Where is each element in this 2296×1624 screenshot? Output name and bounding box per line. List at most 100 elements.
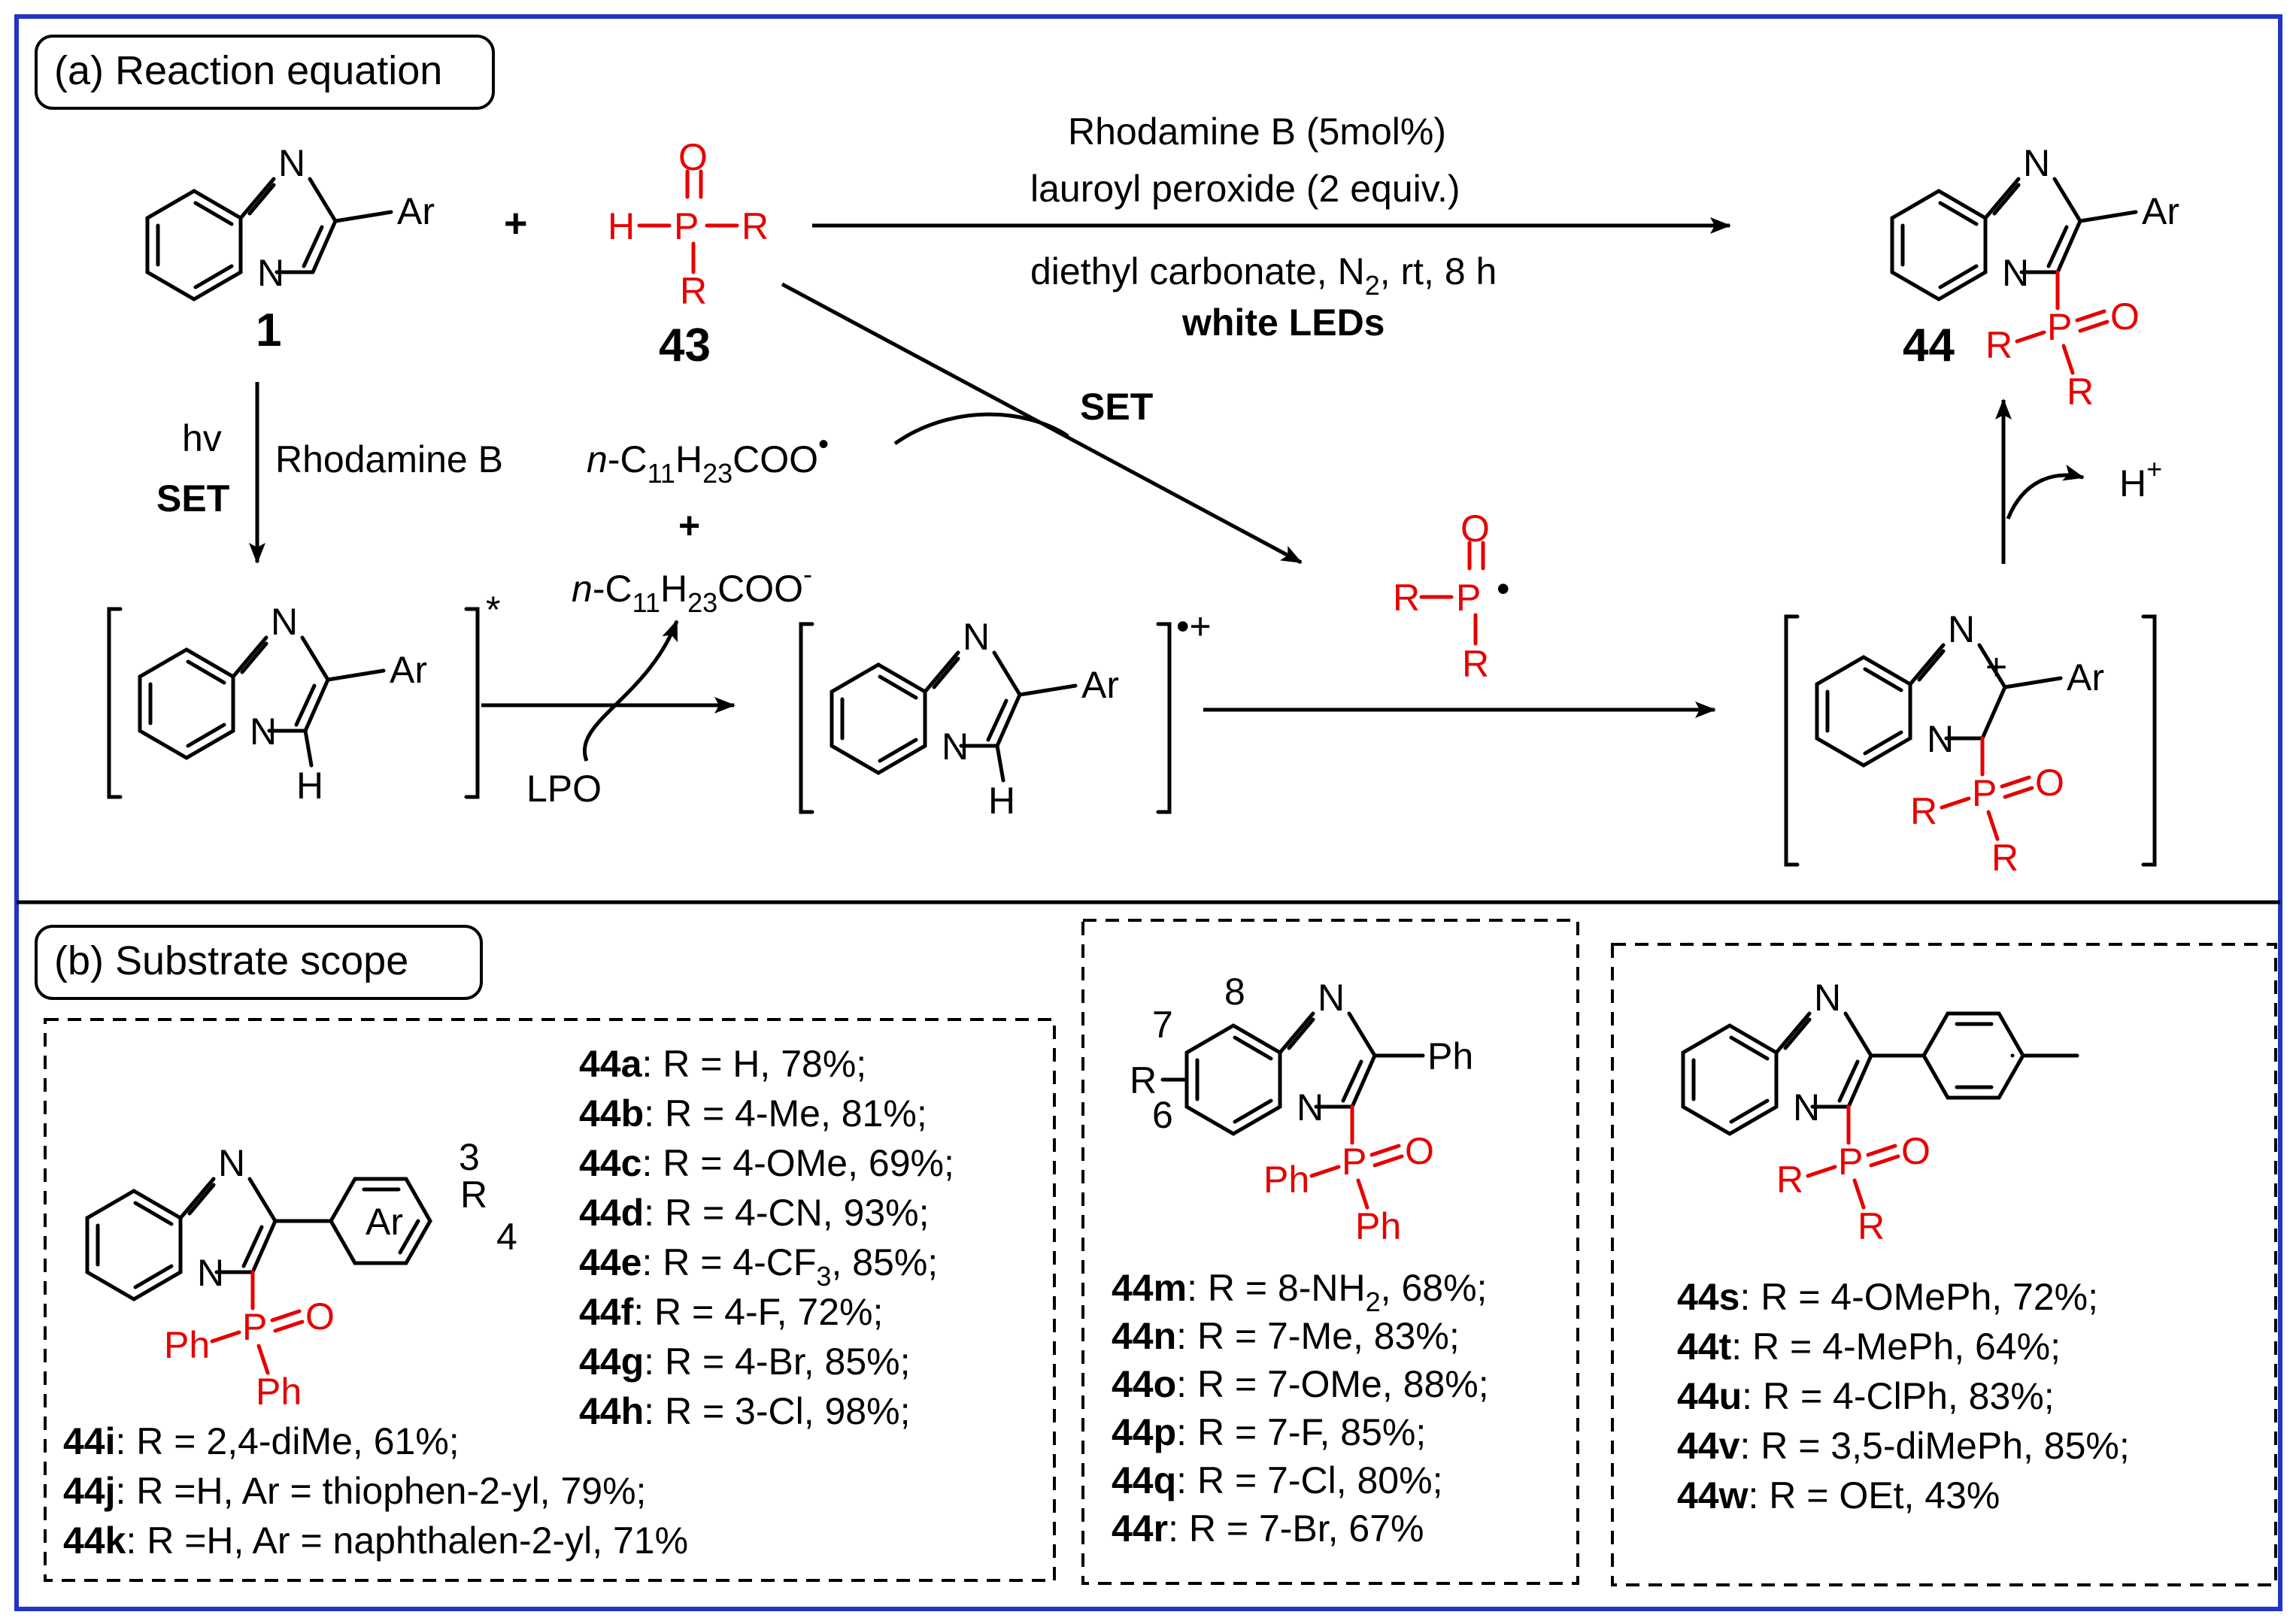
- svg-text:R: R: [1393, 577, 1420, 619]
- set-label: SET: [1080, 386, 1153, 428]
- svg-text:•+: •+: [1176, 605, 1212, 647]
- svg-text:8: 8: [1224, 971, 1245, 1013]
- substrate-entry-44m: 44m: R = 8-NH2, 68%;: [1112, 1267, 1487, 1317]
- svg-text:N: N: [197, 1252, 224, 1294]
- radical-cation-structure: •+ N N Ar H: [799, 605, 1212, 822]
- outer-frame: [14, 14, 2282, 1611]
- svg-text:P: P: [1342, 1141, 1366, 1183]
- group1-list: 44a: R = H, 78%; 44b: R = 4-Me, 81%; 44c: …: [63, 1043, 954, 1562]
- section-b-title: (b) Substrate scope: [54, 938, 408, 983]
- conditions-bottom-2: white LEDs: [1181, 301, 1385, 344]
- svg-text:*: *: [486, 589, 500, 631]
- svg-text:H: H: [608, 205, 635, 247]
- svg-text:R: R: [1776, 1159, 1803, 1201]
- svg-text:O: O: [678, 136, 708, 178]
- svg-text:R: R: [1858, 1205, 1885, 1247]
- svg-text:N: N: [1297, 1086, 1324, 1129]
- excited-state-structure: * N N Ar H: [107, 589, 500, 807]
- radical-species: n-C11H23COO•: [587, 428, 829, 489]
- svg-text:•: •: [1497, 568, 1510, 610]
- svg-text:O: O: [305, 1295, 335, 1338]
- svg-text:P: P: [2047, 306, 2072, 348]
- svg-text:P: P: [242, 1306, 267, 1348]
- substrate-entry-44u: 44u: R = 4-ClPh, 83%;: [1677, 1375, 2055, 1417]
- svg-text:N: N: [218, 1142, 245, 1184]
- hv-set-label: SET: [156, 477, 229, 520]
- substrate-entry-44e: 44e: R = 4-CF3, 85%;: [579, 1241, 938, 1292]
- hv-label: hv: [182, 417, 222, 459]
- svg-text:N: N: [942, 726, 969, 768]
- svg-text:P: P: [1456, 577, 1481, 619]
- rhodamine-label: Rhodamine B: [275, 438, 503, 480]
- substrate-entry-44o: 44o: R = 7-OMe, 88%;: [1112, 1363, 1489, 1405]
- svg-text:N: N: [1318, 977, 1345, 1019]
- svg-text:N: N: [257, 252, 284, 294]
- svg-text:R: R: [1910, 790, 1937, 832]
- svg-text:Ar: Ar: [2067, 656, 2104, 698]
- substrate-entry-44v: 44v: R = 3,5-diMePh, 85%;: [1677, 1425, 2130, 1467]
- svg-text:Ph: Ph: [256, 1371, 302, 1413]
- group2-structure: R 8 7 6 Ph N N P O Ph Ph: [1130, 971, 1473, 1247]
- conditions-bottom-1: diethyl carbonate, N2, rt, 8 h: [1030, 250, 1497, 301]
- substrate-entry-44t: 44t: R = 4-MePh, 64%;: [1677, 1326, 2061, 1368]
- substrate-entry-44q: 44q: R = 7-Cl, 80%;: [1112, 1459, 1442, 1501]
- svg-text:Ar: Ar: [365, 1201, 403, 1243]
- svg-text:H: H: [296, 765, 323, 807]
- conditions-top-1: Rhodamine B (5mol%): [1068, 111, 1446, 153]
- compound-43-label: 43: [659, 320, 711, 371]
- section-b-title-box: [35, 925, 483, 1000]
- svg-text:R: R: [2067, 371, 2094, 413]
- svg-text:O: O: [1460, 508, 1490, 550]
- compound-43-structure: H P O R R: [608, 136, 769, 312]
- svg-text:N: N: [1793, 1086, 1820, 1129]
- group2-box: [1081, 919, 1579, 1585]
- svg-text:R: R: [742, 205, 769, 247]
- svg-text:N: N: [1814, 977, 1841, 1019]
- h-plus-curve-arrow: [2006, 465, 2085, 520]
- substrate-entry-44r: 44r: R = 7-Br, 67%: [1112, 1507, 1424, 1550]
- substrate-entry-44c: 44c: R = 4-OMe, 69%;: [579, 1142, 954, 1184]
- svg-text:N: N: [2023, 142, 2050, 184]
- group3-box: [1611, 943, 2277, 1586]
- svg-text:R: R: [1130, 1059, 1157, 1101]
- svg-text:Ph: Ph: [1355, 1205, 1401, 1247]
- svg-text:N: N: [2002, 252, 2029, 294]
- substrate-entry-44n: 44n: R = 7-Me, 83%;: [1112, 1315, 1460, 1357]
- svg-text:Ar: Ar: [397, 190, 435, 232]
- svg-text:N: N: [278, 142, 305, 184]
- svg-text:N: N: [1948, 608, 1975, 650]
- svg-text:O: O: [1901, 1130, 1931, 1172]
- substrate-entry-44b: 44b: R = 4-Me, 81%;: [579, 1092, 927, 1135]
- substrate-entry-44p: 44p: R = 7-F, 85%;: [1112, 1411, 1426, 1453]
- svg-text:O: O: [1405, 1130, 1434, 1172]
- svg-text:7: 7: [1152, 1004, 1173, 1046]
- carboxylate-species: n-C11H23COO-: [572, 559, 812, 618]
- group1-structure: Ar R 3 4 N N P O Ph Ph: [85, 1136, 517, 1413]
- substrate-entry-44a: 44a: R = H, 78%;: [579, 1043, 866, 1085]
- substrate-entry-44g: 44g: R = 4-Br, 85%;: [579, 1341, 911, 1383]
- svg-text:+: +: [1985, 646, 2007, 688]
- svg-text:Ph: Ph: [164, 1324, 210, 1366]
- svg-text:Ar: Ar: [2142, 190, 2179, 232]
- set-curve-arrow: [893, 412, 1069, 446]
- plus-sign: +: [504, 201, 528, 246]
- compound-44-structure: N N Ar P O R R: [1890, 142, 2179, 413]
- substrate-entry-44i: 44i: R = 2,4-diMe, 61%;: [63, 1420, 460, 1462]
- phosphinoyl-radical: R P O R •: [1393, 508, 1510, 685]
- conditions-top-2: lauroyl peroxide (2 equiv.): [1030, 168, 1460, 210]
- substrate-entry-44f: 44f: R = 4-F, 72%;: [579, 1291, 883, 1333]
- substrate-entry-44h: 44h: R = 3-Cl, 98%;: [579, 1390, 910, 1432]
- h-plus-label: H+: [2119, 453, 2162, 504]
- svg-text:6: 6: [1152, 1094, 1173, 1136]
- substrate-entry-44k: 44k: R =H, Ar = naphthalen-2-yl, 71%: [63, 1519, 688, 1562]
- svg-text:4: 4: [496, 1216, 517, 1258]
- svg-text:Ph: Ph: [1427, 1035, 1473, 1077]
- section-a-title-box: [35, 35, 495, 110]
- svg-text:R: R: [680, 270, 707, 312]
- section-a-title: (a) Reaction equation: [54, 48, 442, 93]
- group3-list: 44s: R = 4-OMePh, 72%;44t: R = 4-MePh, 6…: [1677, 1276, 2130, 1516]
- group3-structure: N N P O R R: [1681, 977, 2079, 1247]
- svg-text:Ar: Ar: [390, 649, 427, 691]
- substrate-entry-44w: 44w: R = OEt, 43%: [1677, 1474, 2000, 1516]
